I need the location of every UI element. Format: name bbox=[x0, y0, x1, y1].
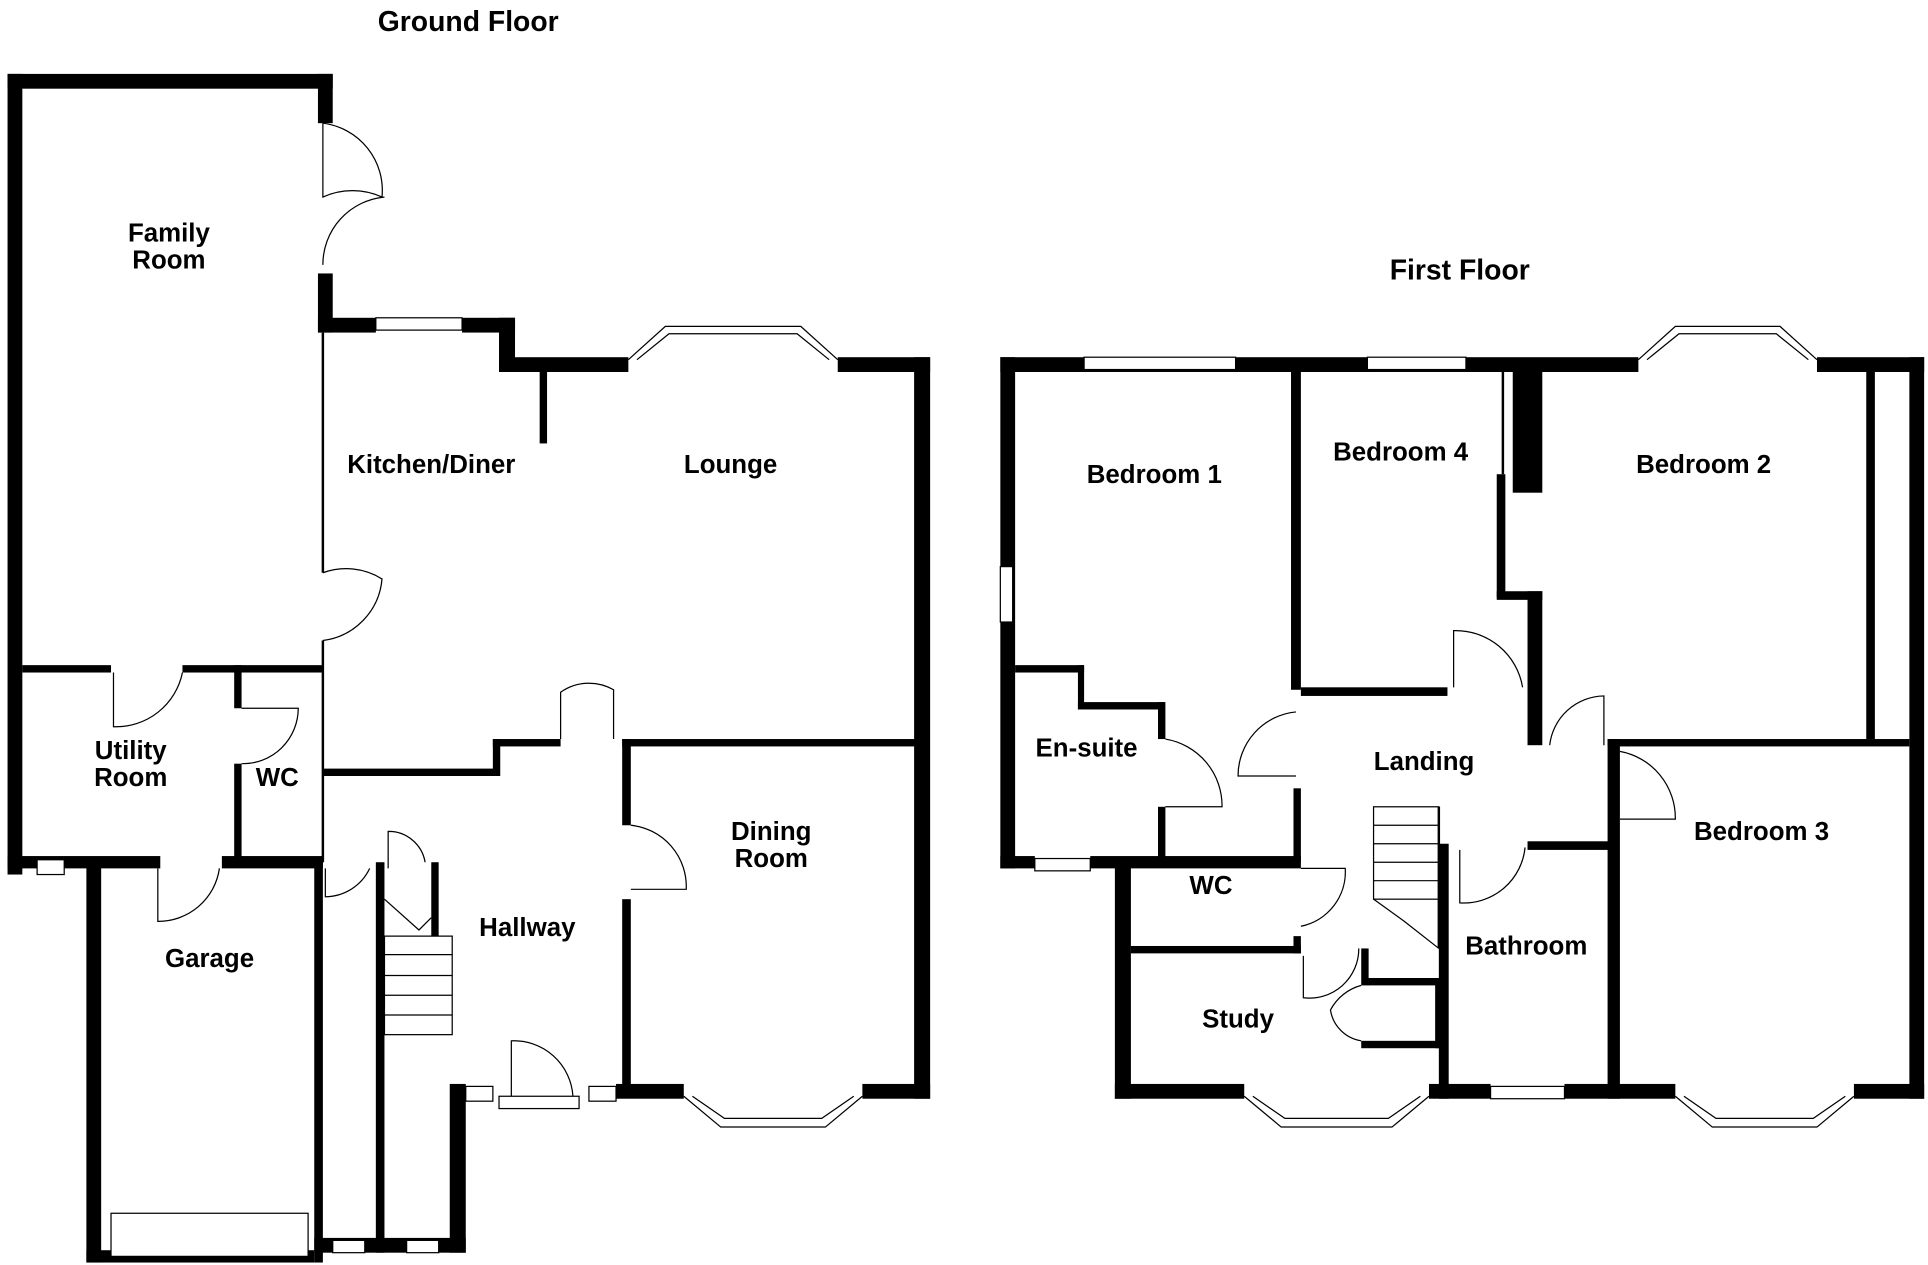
label-study: Study bbox=[1202, 1005, 1274, 1033]
label-bedroom-2: Bedroom 2 bbox=[1636, 451, 1771, 479]
label-en-suite: En-suite bbox=[1036, 734, 1138, 762]
ground-floor: Ground Floor bbox=[7, 6, 931, 1263]
label-family-room-2: Room bbox=[132, 247, 205, 275]
label-wc-first: WC bbox=[1189, 872, 1232, 900]
label-kitchen-diner: Kitchen/Diner bbox=[347, 451, 515, 479]
first-floor-labels: Bedroom 1 Bedroom 4 Bedroom 2 En-suite L… bbox=[1036, 439, 1830, 1034]
ground-floor-labels: Family Room Kitchen/Diner Lounge Utility… bbox=[94, 219, 811, 972]
label-bedroom-1: Bedroom 1 bbox=[1087, 461, 1222, 489]
label-garage: Garage bbox=[165, 945, 254, 973]
first-floor-doors bbox=[1165, 630, 1676, 1042]
first-floor-stairs bbox=[1372, 806, 1441, 949]
ground-floor-windows bbox=[36, 317, 863, 1257]
label-lounge: Lounge bbox=[684, 451, 777, 479]
first-floor: First Floor bbox=[999, 255, 1925, 1128]
label-bedroom-4: Bedroom 4 bbox=[1333, 439, 1469, 467]
first-floor-title: First Floor bbox=[1390, 255, 1530, 287]
label-family-room-1: Family bbox=[128, 219, 211, 247]
label-hallway: Hallway bbox=[479, 914, 576, 942]
first-floor-windows bbox=[999, 325, 1870, 1128]
label-dining-room-1: Dining bbox=[731, 818, 811, 846]
label-bathroom: Bathroom bbox=[1465, 933, 1587, 961]
label-dining-room-2: Room bbox=[735, 845, 808, 873]
label-bedroom-3: Bedroom 3 bbox=[1694, 818, 1829, 846]
label-landing: Landing bbox=[1374, 748, 1475, 776]
label-utility-room-2: Room bbox=[94, 764, 167, 792]
ground-floor-stairs bbox=[383, 898, 453, 1036]
label-utility-room-1: Utility bbox=[95, 737, 167, 765]
ground-floor-doors bbox=[112, 122, 687, 1097]
label-wc-ground: WC bbox=[256, 764, 299, 792]
first-floor-walls bbox=[1000, 357, 1925, 1099]
ground-floor-title: Ground Floor bbox=[378, 6, 559, 38]
